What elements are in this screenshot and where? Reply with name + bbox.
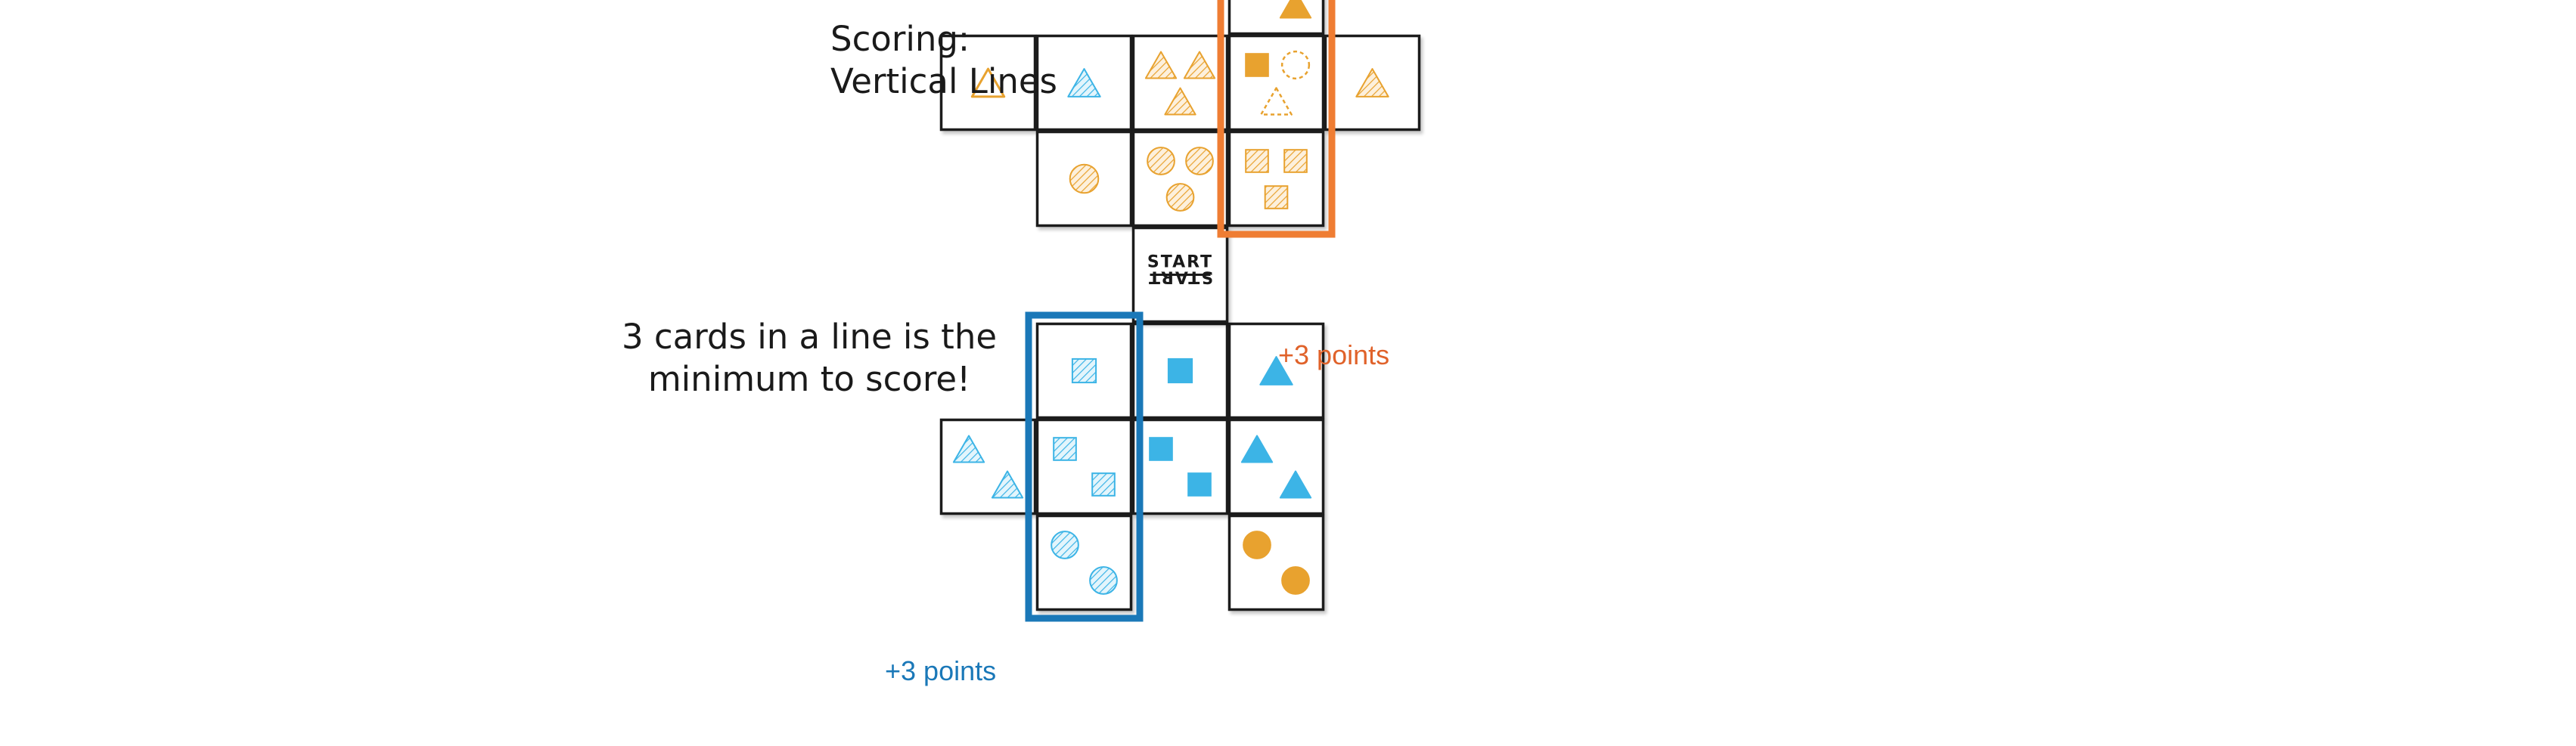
circle-orange-solid-1-icon — [1281, 566, 1310, 595]
circle-blue-hatch-1-icon — [1089, 566, 1118, 595]
title-line-2: Vertical Lines — [830, 61, 1057, 101]
square-orange-hatch-1-icon — [1283, 149, 1308, 173]
card-face — [1131, 34, 1229, 132]
square-orange-hatch-0-icon — [1245, 149, 1269, 173]
card-face — [939, 418, 1037, 515]
triangle-blue-solid-0-icon — [1240, 435, 1274, 463]
card-r3-c1 — [1035, 418, 1133, 515]
card-r0-c3 — [1227, 130, 1325, 228]
circle-blue-hatch-0-icon — [1051, 531, 1079, 559]
card-r-1-c2 — [1131, 34, 1229, 132]
card-face — [1227, 34, 1325, 132]
circle-orange-hatch-0-icon — [1069, 163, 1100, 194]
circle-orange-hatch-0-icon — [1147, 147, 1175, 175]
square-blue-hatch-0-icon — [1071, 358, 1097, 384]
card-face — [939, 34, 1037, 132]
diagram-title: Scoring: Vertical Lines — [830, 18, 1057, 103]
card-face — [1035, 418, 1133, 515]
scoring-line-highlight-0 — [1217, 0, 1336, 238]
card-r0-c1 — [1035, 130, 1133, 228]
triangle-orange-hatch-0-icon — [1144, 51, 1178, 79]
card-r2-c2 — [1131, 322, 1229, 419]
card-face — [1035, 514, 1133, 611]
card-r-1-c0 — [939, 34, 1037, 132]
card-r-1-c1 — [1035, 34, 1133, 132]
triangle-blue-hatch-1-icon — [991, 470, 1024, 499]
card-r-1-c4 — [1324, 34, 1421, 132]
square-blue-solid-0-icon — [1167, 358, 1193, 384]
card-face — [1131, 418, 1229, 515]
circle-orange-solid-0-icon — [1243, 531, 1271, 559]
card-r3-c2 — [1131, 418, 1229, 515]
triangle-blue-solid-0-icon — [1259, 356, 1293, 385]
circle-orange-dashed-1-icon — [1280, 50, 1311, 80]
triangle-blue-solid-1-icon — [1279, 470, 1312, 499]
card-r3-c0 — [939, 418, 1037, 515]
card-face — [1131, 130, 1229, 228]
square-orange-hatch-2-icon — [1264, 185, 1289, 209]
orange-points-label: +3 points — [1278, 339, 1390, 370]
card-r3-c3 — [1227, 418, 1325, 515]
card-r0-c2 — [1131, 130, 1229, 228]
card-r4-c1 — [1035, 514, 1133, 611]
circle-orange-hatch-2-icon — [1165, 183, 1195, 212]
square-blue-hatch-0-icon — [1053, 437, 1077, 461]
triangle-orange-hatch-1-icon — [1183, 51, 1216, 79]
note-line-2: minimum to score! — [647, 359, 971, 399]
title-line-1: Scoring: — [830, 19, 970, 59]
triangle-orange-hatch-2-icon — [1164, 87, 1196, 116]
triangle-orange-solid-1-icon — [1279, 0, 1312, 19]
square-blue-solid-0-icon — [1149, 437, 1173, 461]
triangle-orange-hatch-0-icon — [1355, 68, 1389, 98]
triangle-blue-hatch-0-icon — [1067, 68, 1101, 98]
square-orange-solid-0-icon — [1245, 53, 1269, 77]
circle-orange-hatch-1-icon — [1185, 147, 1214, 175]
card-face — [1227, 418, 1325, 515]
card-r-1-c3 — [1227, 34, 1325, 132]
card-r2-c3 — [1227, 322, 1325, 419]
card-face — [1227, 130, 1325, 228]
square-blue-solid-1-icon — [1187, 472, 1212, 497]
card-face — [1227, 514, 1325, 611]
scoring-line-highlight-1 — [1025, 311, 1144, 622]
card-r2-c1 — [1035, 322, 1133, 419]
start-label-top: START — [1147, 253, 1213, 272]
minimum-score-note: 3 cards in a line is the minimum to scor… — [605, 316, 1013, 401]
triangle-blue-hatch-0-icon — [952, 435, 985, 463]
blue-points-label: +3 points — [885, 655, 997, 686]
triangle-orange-outline-0-icon — [970, 67, 1006, 98]
card-r4-c3 — [1227, 514, 1325, 611]
note-line-1: 3 cards in a line is the — [621, 317, 998, 357]
triangle-orange-dashed-2-icon — [1260, 87, 1293, 116]
square-blue-hatch-1-icon — [1091, 472, 1116, 497]
start-label-bottom: START — [1147, 268, 1213, 286]
card-r-2-c3 — [1227, 0, 1325, 36]
